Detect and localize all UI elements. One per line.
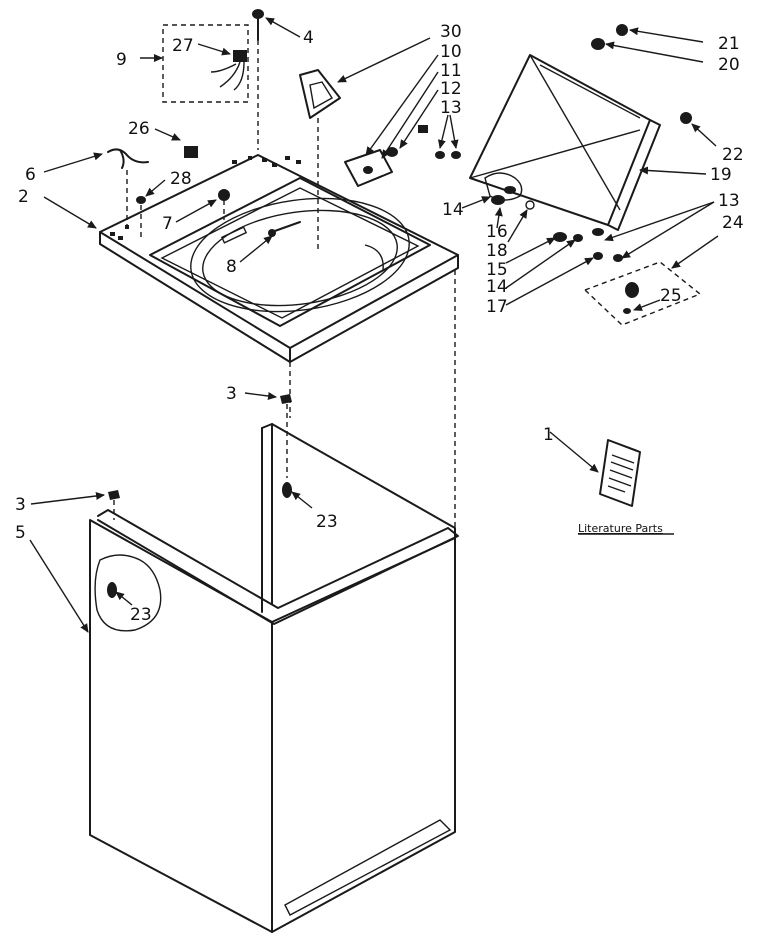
callout-12: 12 xyxy=(440,79,462,99)
callout-13: 13 xyxy=(718,191,740,211)
hinge-parts xyxy=(484,172,623,262)
part-4-screw xyxy=(252,9,264,150)
parts-20-22 xyxy=(591,24,692,124)
callout-23: 23 xyxy=(130,605,152,625)
callout-28: 28 xyxy=(170,169,192,189)
lid xyxy=(469,54,661,231)
parts-3-23 xyxy=(107,394,292,598)
callout-2: 2 xyxy=(18,187,29,207)
callout-3: 3 xyxy=(226,384,237,404)
callout-5: 5 xyxy=(15,523,26,543)
callout-14: 14 xyxy=(442,200,464,220)
callout-27: 27 xyxy=(172,36,194,56)
callout-24: 24 xyxy=(722,213,744,233)
callout-15: 15 xyxy=(486,260,508,280)
callout-8: 8 xyxy=(226,257,237,277)
callout-17: 17 xyxy=(486,297,508,317)
callout-13: 13 xyxy=(440,98,462,118)
callout-labels: 1 2 3 3 4 5 6 7 8 9 10 11 12 13 13 14 14… xyxy=(15,22,744,625)
cabinet xyxy=(89,270,459,933)
leader-lines xyxy=(29,17,719,633)
callout-3: 3 xyxy=(15,495,26,515)
callout-30: 30 xyxy=(440,22,462,42)
callout-26: 26 xyxy=(128,119,150,139)
callout-20: 20 xyxy=(718,55,740,75)
callout-18: 18 xyxy=(486,241,508,261)
callout-21: 21 xyxy=(718,34,740,54)
literature-parts-caption: Literature Parts xyxy=(578,522,663,535)
callout-11: 11 xyxy=(440,61,462,81)
part-25-box xyxy=(583,261,702,326)
callout-22: 22 xyxy=(722,145,744,165)
callout-23: 23 xyxy=(316,512,338,532)
small-parts-left xyxy=(107,146,301,240)
callout-14: 14 xyxy=(486,277,508,297)
callout-9: 9 xyxy=(116,50,127,70)
literature-booklet xyxy=(599,439,641,507)
callout-4: 4 xyxy=(303,28,314,48)
callout-1: 1 xyxy=(543,425,554,445)
part-30 xyxy=(299,69,341,250)
callout-16: 16 xyxy=(486,222,508,242)
callout-10: 10 xyxy=(440,42,462,62)
part-9-box xyxy=(162,24,249,103)
callout-7: 7 xyxy=(162,214,173,234)
callout-25: 25 xyxy=(660,286,682,306)
top-panel xyxy=(99,154,459,363)
callout-19: 19 xyxy=(710,165,732,185)
callout-6: 6 xyxy=(25,165,36,185)
